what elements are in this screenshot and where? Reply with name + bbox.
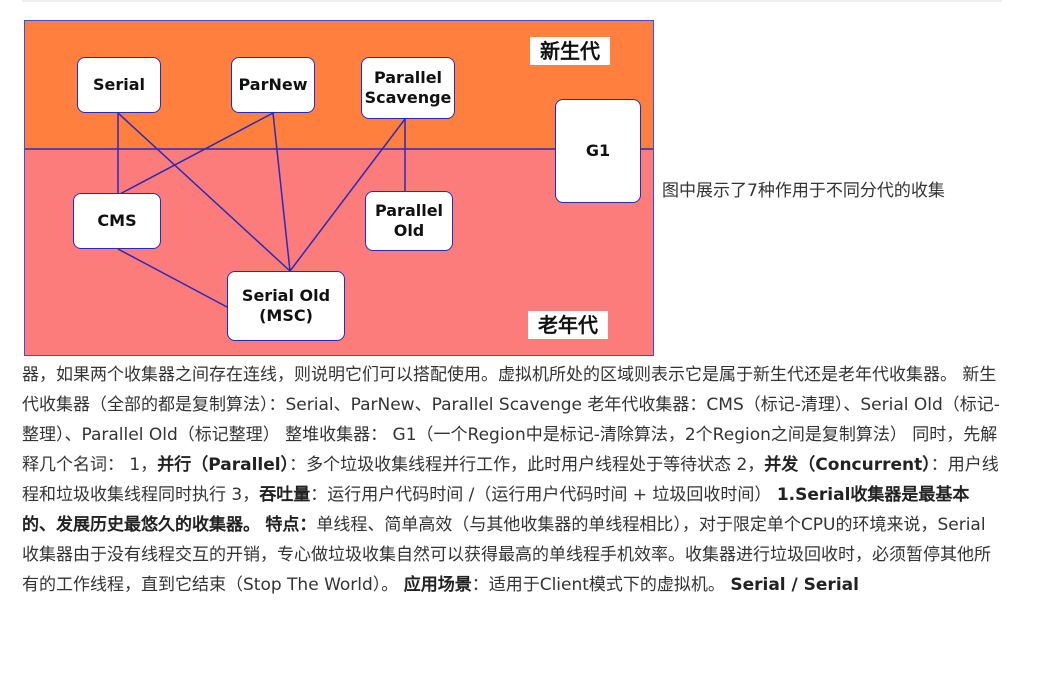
g1-collector: G1: [555, 99, 641, 203]
parallel-scavenge-collector: Parallel Scavenge: [361, 57, 455, 119]
top-divider: [22, 0, 1002, 2]
section-heading-serial-serial: Serial / Serial: [730, 575, 859, 595]
young-generation-label: 新生代: [530, 37, 610, 65]
link-scavenge-serialold: [289, 118, 406, 272]
cms-collector: CMS: [73, 193, 161, 249]
link-parnew-serialold: [272, 112, 291, 272]
article-text: ：多个垃圾收集线程并行工作，此时用户线程处于等待状态 2，: [289, 455, 765, 475]
article-text: ：用户线程和垃圾收集线程同时执行 3，: [22, 455, 999, 505]
link-cms-serialold: [117, 248, 228, 308]
serial-collector: Serial: [77, 57, 161, 113]
parnew-collector: ParNew: [231, 57, 315, 113]
collector-links: [25, 112, 653, 308]
section-heading-serial: 1.Serial收集器是最基本的、发展历史最悠久的收集器。: [22, 485, 970, 535]
link-parnew-cms: [117, 112, 274, 196]
term-throughput: 吞吐量: [259, 485, 311, 505]
term-concurrent: 并发（Concurrent）: [764, 455, 931, 475]
serial-old-collector: Serial Old (MSC): [227, 271, 345, 341]
article-text: 器，如果两个收集器之间存在连线，则说明它们可以搭配使用。虚拟机所处的区域则表示它…: [22, 365, 1000, 475]
gc-collectors-diagram: Serial ParNew Parallel Scavenge G1 CMS P…: [24, 20, 654, 356]
term-features: 特点：: [265, 515, 317, 535]
parallel-old-collector: Parallel Old: [365, 191, 453, 251]
old-generation-label: 老年代: [528, 311, 608, 339]
article-body: 器，如果两个收集器之间存在连线，则说明它们可以搭配使用。虚拟机所处的区域则表示它…: [22, 360, 1002, 600]
term-parallel: 并行（Parallel）: [157, 455, 290, 475]
article-text: ：适用于Client模式下的虚拟机。: [471, 575, 731, 595]
article-text: 单线程、简单高效（与其他收集器的单线程相比），对于限定单个CPU的环境来说，Se…: [22, 515, 991, 595]
diagram-caption: 图中展示了7种作用于不同分代的收集: [662, 181, 945, 201]
term-use-cases: 应用场景: [403, 575, 472, 595]
article-text: ：运行用户代码时间 /（运行用户代码时间 + 垃圾回收时间）: [310, 485, 777, 505]
link-serial-serialold: [117, 112, 291, 272]
